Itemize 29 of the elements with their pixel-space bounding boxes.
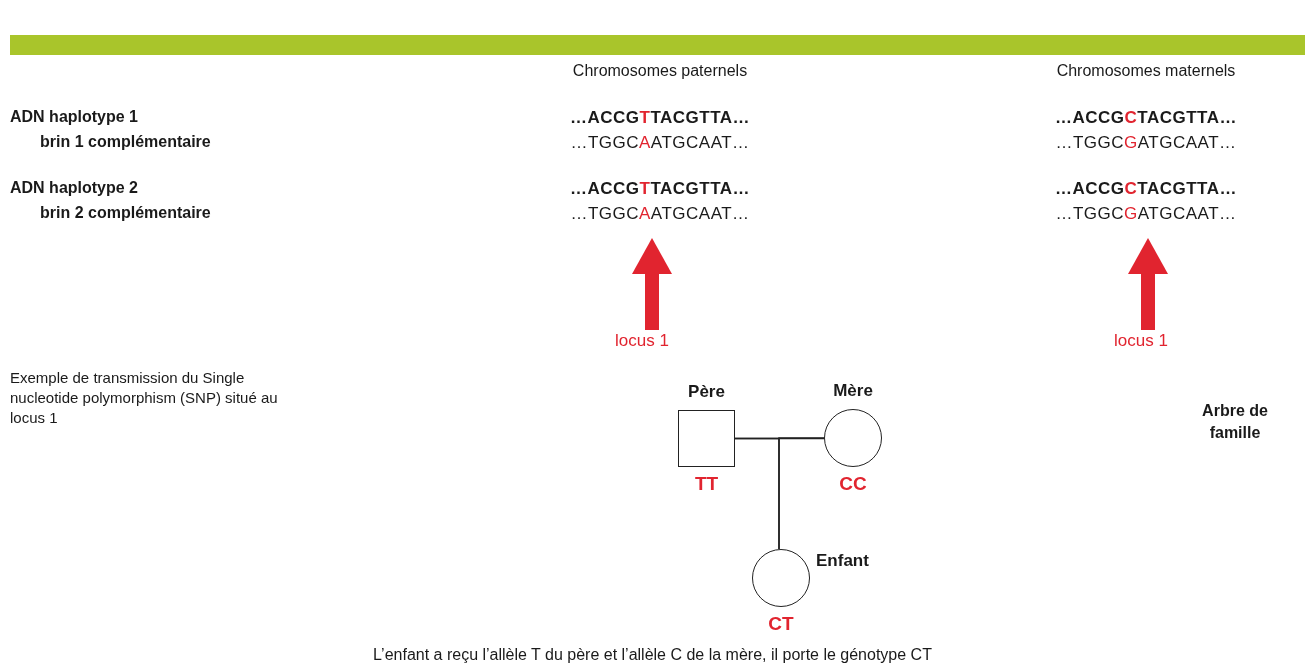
dna-sequence: …ACCGCTACGTTA… [1054, 179, 1238, 199]
arrow [632, 238, 672, 330]
dna-sequence: …ACCGCTACGTTA… [1054, 108, 1238, 128]
row-label: ADN haplotype 1 [10, 108, 138, 126]
dna-sequence: …ACCGTTACGTTA… [568, 108, 752, 128]
genotype-label: TT [693, 473, 720, 495]
person-label: Mère [832, 381, 874, 401]
row-label: brin 1 complémentaire [40, 133, 211, 151]
arrow [1128, 238, 1168, 330]
caption: L’enfant a reçu l’allèle T du père et l’allèle C de la mère, il porte le génotype CT [372, 646, 933, 664]
dna-sequence: …TGGCGATGCAAT… [1054, 204, 1238, 224]
dna-sequence: …TGGCAATGCAAT… [569, 133, 751, 153]
dna-sequence: …ACCGTTACGTTA… [568, 179, 752, 199]
note-text: Exemple de transmission du Single nucleotide polymorphism (SNP) situé au locus 1 [10, 368, 279, 428]
pedigree-line [778, 437, 825, 550]
dna-sequence: …TGGCGATGCAAT… [1054, 133, 1238, 153]
row-label: ADN haplotype 2 [10, 179, 138, 197]
locus-label: locus 1 [1101, 330, 1181, 352]
row-label: Arbre de famille [1201, 401, 1269, 443]
row-label: brin 2 complémentaire [40, 204, 211, 222]
person-label: Père [687, 382, 726, 402]
person-label: Enfant [816, 551, 869, 571]
genotype-label: CC [838, 473, 868, 495]
column-heading: Chromosomes maternels [1055, 62, 1237, 80]
column-heading: Chromosomes paternels [571, 62, 749, 80]
male-square [678, 410, 735, 467]
genotype-label: CT [767, 613, 795, 635]
locus-label: locus 1 [602, 330, 682, 352]
dna-sequence: …TGGCAATGCAAT… [569, 204, 751, 224]
